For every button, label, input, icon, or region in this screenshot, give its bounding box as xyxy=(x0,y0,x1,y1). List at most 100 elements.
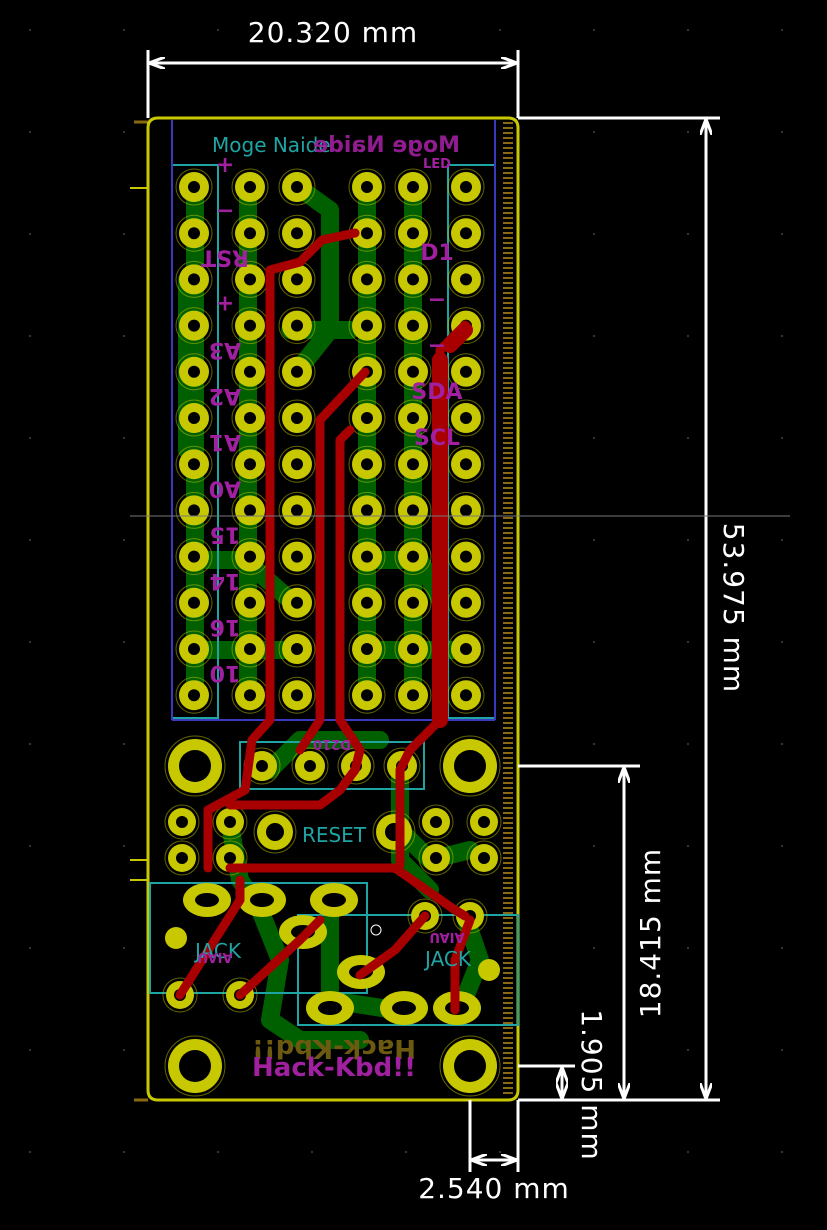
right-pin-label: SCL xyxy=(414,426,460,451)
grid-dot xyxy=(217,29,219,31)
pad-hole xyxy=(460,689,472,702)
grid-dot xyxy=(687,437,689,439)
pad-hole xyxy=(407,181,419,193)
via-marker xyxy=(370,924,382,936)
pad-clearance xyxy=(447,214,485,252)
pad-hole xyxy=(460,458,472,471)
grid-dot xyxy=(123,947,125,949)
pad-clearance xyxy=(394,676,432,714)
pad-clearance xyxy=(372,810,416,854)
pad-clearance xyxy=(348,491,386,529)
dimension-labels: 20.320 mm 53.975 mm 18.415 mm 1.905 mm 2… xyxy=(248,16,750,1205)
pad-hole xyxy=(244,365,256,378)
pad-clearance xyxy=(164,804,200,840)
grid-dot xyxy=(687,947,689,949)
pad-hole xyxy=(430,816,442,828)
pad-clearance xyxy=(348,399,386,437)
pad-hole xyxy=(188,504,200,517)
pad-clearance xyxy=(348,630,386,668)
pad-hole xyxy=(430,852,442,864)
pad-hole xyxy=(407,227,419,240)
pad-clearance xyxy=(394,307,432,345)
pad-hole xyxy=(407,412,419,424)
pad-hole xyxy=(244,181,256,193)
pad-clearance xyxy=(447,307,485,345)
pad-clearance xyxy=(348,584,386,622)
pad-hole xyxy=(224,852,236,864)
grid-dot xyxy=(593,29,595,31)
pad-clearance xyxy=(466,804,502,840)
pad-hole xyxy=(460,412,472,424)
grid-dot xyxy=(29,539,31,541)
left-pin-label: 16 xyxy=(210,614,241,639)
grid-dot xyxy=(687,743,689,745)
grid-dot xyxy=(687,131,689,133)
grid-dot xyxy=(781,131,783,133)
pad-hole xyxy=(188,643,200,655)
pad-clearance xyxy=(348,353,386,391)
pad-clearance xyxy=(175,168,213,206)
pad-hole xyxy=(179,750,211,782)
jack-locator-pad xyxy=(165,927,187,949)
grid-dot xyxy=(687,1049,689,1051)
edge-offset-dimension-label: 2.540 mm xyxy=(418,1172,570,1205)
pad-clearance xyxy=(394,491,432,529)
jack-right-label: JACK xyxy=(423,947,472,971)
pad-clearance xyxy=(348,538,386,576)
pad-hole xyxy=(188,458,200,471)
pad-hole xyxy=(176,852,188,864)
pad-clearance xyxy=(394,214,432,252)
jack-locator-pad xyxy=(478,959,500,981)
pad-hole xyxy=(460,227,472,240)
pad-hole xyxy=(224,816,236,828)
pad-hole xyxy=(407,689,419,702)
pad-clearance xyxy=(394,445,432,483)
grid-dot xyxy=(781,29,783,31)
pad-clearance xyxy=(175,630,213,668)
grid-dot xyxy=(123,131,125,133)
grid-dot xyxy=(593,335,595,337)
grid-dot xyxy=(593,947,595,949)
pad-clearance xyxy=(175,353,213,391)
oval-pad-hole xyxy=(318,1001,342,1015)
pad-clearance xyxy=(394,584,432,622)
grid-dot xyxy=(781,539,783,541)
left-pin-label: + xyxy=(216,152,234,177)
pad-clearance xyxy=(175,676,213,714)
grid-dot xyxy=(781,335,783,337)
grid-dot xyxy=(593,233,595,235)
pad-hole xyxy=(361,689,373,702)
pad-hole xyxy=(244,458,256,471)
pad-clearance xyxy=(291,747,329,785)
pad-hole xyxy=(361,596,373,609)
grid-dot xyxy=(593,131,595,133)
front-copper-layer xyxy=(175,228,475,1015)
pad-hole xyxy=(188,319,200,332)
oval-pad-hole xyxy=(250,893,274,907)
pad-clearance xyxy=(278,538,316,576)
pad-hole xyxy=(188,181,200,193)
pad-clearance xyxy=(278,214,316,252)
pad-hole xyxy=(291,643,303,655)
pad-hole xyxy=(407,550,419,563)
pad-hole xyxy=(454,750,486,782)
pad-clearance xyxy=(348,307,386,345)
grid-dot xyxy=(29,641,31,643)
grid-dot xyxy=(593,743,595,745)
right-pin-label: D1 xyxy=(420,241,454,266)
grid-dot xyxy=(781,233,783,235)
pad-clearance xyxy=(231,168,269,206)
pad-clearance xyxy=(394,260,432,298)
module-name-mirror-label: Moge Naide xyxy=(313,133,460,158)
grid-dot xyxy=(123,1049,125,1051)
grid-dot xyxy=(29,1151,31,1153)
pad-hole xyxy=(460,365,472,378)
grid-dot xyxy=(781,1049,783,1051)
oval-pad-hole xyxy=(322,893,346,907)
pad-clearance xyxy=(278,445,316,483)
pad-hole xyxy=(244,227,256,240)
oval-pad-hole xyxy=(392,1001,416,1015)
pad-hole xyxy=(188,689,200,702)
left-pin-label: A1 xyxy=(209,429,241,454)
pad-hole xyxy=(454,1050,486,1082)
